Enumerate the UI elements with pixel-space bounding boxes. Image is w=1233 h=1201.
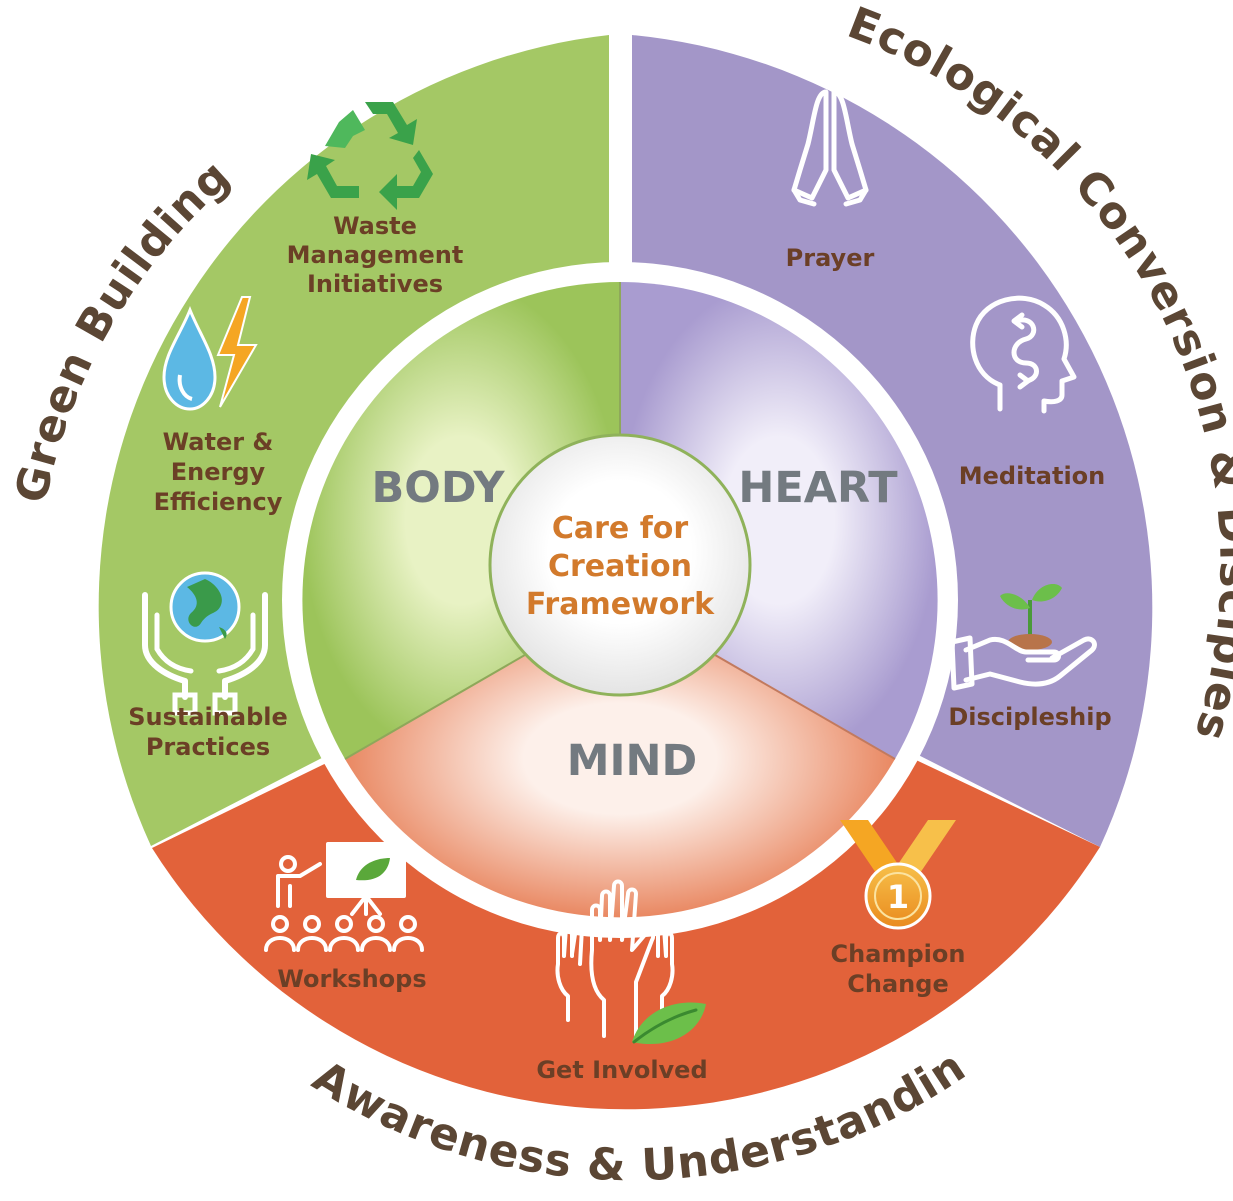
praying-hands-icon — [791, 89, 869, 207]
core-label-body: BODY — [371, 463, 505, 513]
item-sustainable-line-1: Sustainable — [128, 703, 288, 731]
item-discipleship: Discipleship — [948, 703, 1111, 731]
raised-hands-leaf-icon — [555, 879, 706, 1045]
item-get-involved: Get Involved — [536, 1056, 707, 1084]
item-prayer: Prayer — [786, 244, 875, 272]
item-waste-line-1: Waste — [333, 212, 417, 240]
svg-text:1: 1 — [887, 878, 909, 916]
center-line-3: Framework — [526, 587, 715, 622]
item-workshops: Workshops — [277, 965, 426, 993]
item-waste-line-2: Management — [287, 241, 464, 269]
hands-globe-icon — [142, 571, 268, 716]
presentation-audience-icon — [264, 842, 424, 952]
item-water-line-2: Energy — [171, 458, 266, 486]
medal-icon: 1 — [840, 820, 956, 930]
item-waste-line-3: Initiatives — [307, 270, 443, 298]
center-circle — [488, 433, 752, 697]
item-champion-line-1: Champion — [831, 940, 966, 968]
hand-seedling-icon — [949, 584, 1097, 691]
head-swirl-icon — [970, 295, 1077, 414]
mind-sector — [345, 600, 895, 918]
center-line-1: Care for — [552, 511, 689, 546]
core-label-heart: HEART — [738, 463, 898, 513]
item-champion-line-2: Change — [847, 970, 948, 998]
item-sustainable-line-2: Practices — [146, 733, 270, 761]
item-water-line-1: Water & — [163, 428, 274, 456]
item-water-line-3: Efficiency — [154, 488, 283, 516]
item-meditation: Meditation — [959, 462, 1106, 490]
center-line-2: Creation — [548, 549, 692, 584]
core-label-mind: MIND — [567, 736, 697, 786]
recycle-icon — [307, 102, 433, 210]
water-drop-lightning-icon — [162, 296, 258, 411]
